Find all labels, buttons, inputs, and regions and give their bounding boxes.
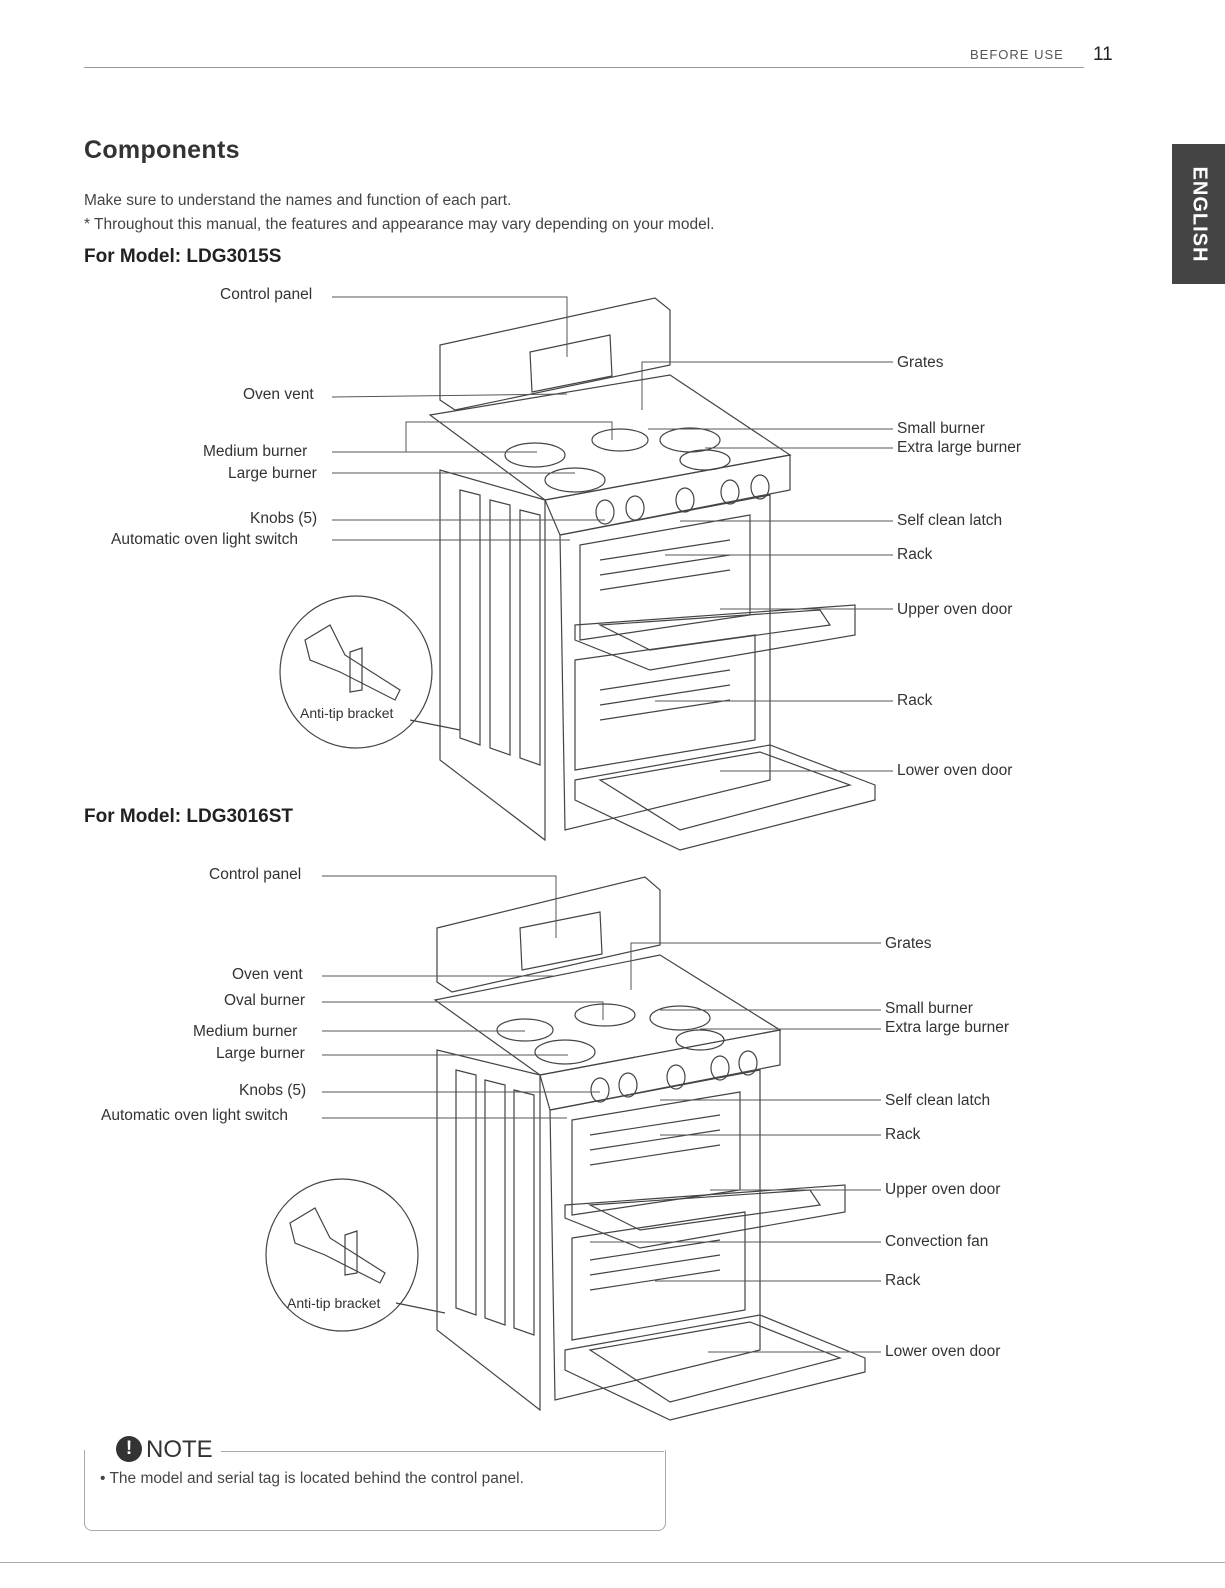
page-bottom-rule [0, 1562, 1225, 1563]
exclamation-icon: ! [116, 1436, 142, 1462]
label-rack-1a: Rack [897, 546, 933, 563]
range-drawing-2 [265, 876, 866, 1421]
label-knobs-1: Knobs (5) [250, 510, 318, 527]
label-rack-2b: Rack [885, 1272, 921, 1289]
label-auto-light-1: Automatic oven light switch [111, 531, 298, 548]
label-large-burner-2: Large burner [216, 1045, 305, 1062]
label-anti-tip-1: Anti-tip bracket [300, 705, 394, 721]
label-self-clean-2: Self clean latch [885, 1092, 991, 1109]
model-1-heading: For Model: LDG3015S [84, 246, 282, 267]
label-xl-burner-2: Extra large burner [885, 1019, 1010, 1036]
label-grates-1: Grates [897, 354, 944, 371]
label-large-burner-1: Large burner [228, 465, 317, 482]
label-oven-vent-2: Oven vent [232, 966, 303, 983]
label-lower-door-2: Lower oven door [885, 1343, 1001, 1360]
intro-line-2: * Throughout this manual, the features a… [84, 216, 715, 233]
label-medium-burner-1: Medium burner [203, 443, 308, 460]
label-knobs-2: Knobs (5) [239, 1082, 307, 1099]
intro-line-1: Make sure to understand the names and fu… [84, 192, 512, 209]
label-small-burner-2: Small burner [885, 1000, 973, 1017]
leader-lines-2 [322, 875, 881, 1353]
page-title: Components [84, 136, 240, 164]
label-xl-burner-1: Extra large burner [897, 439, 1022, 456]
note-title: NOTE [146, 1436, 221, 1464]
model-2-heading: For Model: LDG3016ST [84, 806, 294, 827]
label-self-clean-1: Self clean latch [897, 512, 1003, 529]
label-anti-tip-2: Anti-tip bracket [287, 1295, 381, 1311]
note-rule [220, 1451, 664, 1452]
label-small-burner-1: Small burner [897, 420, 985, 437]
label-control-panel-1: Control panel [220, 286, 313, 303]
range-drawing-1 [279, 297, 876, 851]
note-box [84, 1450, 666, 1531]
label-rack-2a: Rack [885, 1126, 921, 1143]
label-upper-door-1: Upper oven door [897, 601, 1013, 618]
label-rack-1b: Rack [897, 692, 933, 709]
header-rule [84, 67, 1084, 68]
page-number: 11 [1093, 44, 1113, 65]
label-control-panel-2: Control panel [209, 866, 302, 883]
label-lower-door-1: Lower oven door [897, 762, 1013, 779]
language-tab: ENGLISH [1172, 144, 1225, 284]
label-grates-2: Grates [885, 935, 932, 952]
section-label: BEFORE USE [970, 47, 1064, 62]
note-text: • The model and serial tag is located be… [100, 1470, 524, 1487]
label-convection-fan-2: Convection fan [885, 1233, 989, 1250]
label-medium-burner-2: Medium burner [193, 1023, 298, 1040]
leader-lines-1 [331, 296, 893, 772]
label-upper-door-2: Upper oven door [885, 1181, 1001, 1198]
label-oven-vent-1: Oven vent [243, 386, 314, 403]
label-auto-light-2: Automatic oven light switch [101, 1107, 288, 1124]
label-oval-burner-2: Oval burner [224, 992, 305, 1009]
